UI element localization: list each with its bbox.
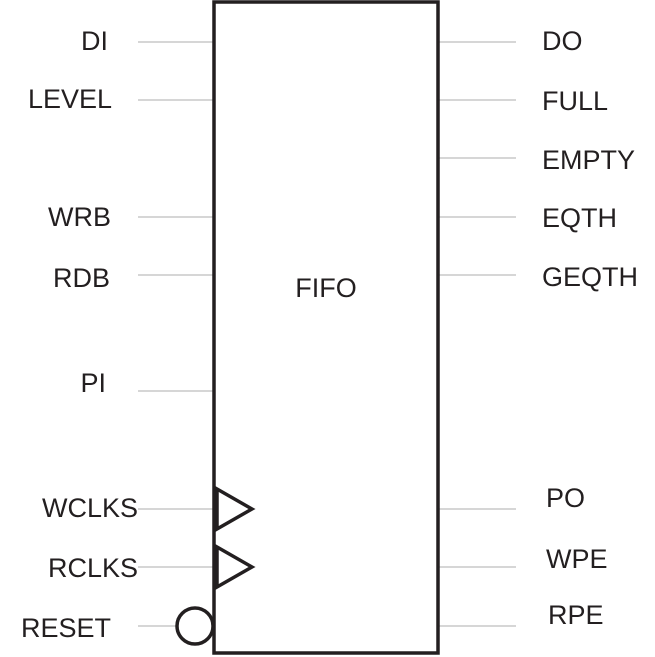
input-label-rdb: RDB <box>53 263 110 293</box>
input-label-rclks: RCLKS <box>48 553 138 583</box>
input-label-di: DI <box>81 26 108 56</box>
output-label-full: FULL <box>542 86 608 116</box>
reset-inversion-bubble-icon <box>175 606 215 646</box>
input-label-wrb: WRB <box>48 202 111 232</box>
output-label-wpe: WPE <box>546 544 608 574</box>
output-label-eqth: EQTH <box>542 203 617 233</box>
input-label-level: LEVEL <box>28 84 112 114</box>
output-label-empty: EMPTY <box>542 145 635 175</box>
output-label-po: PO <box>546 483 585 513</box>
input-label-pi: PI <box>80 368 106 398</box>
output-label-do: DO <box>542 26 583 56</box>
output-label-geqth: GEQTH <box>542 262 638 292</box>
rclks-clock-icon <box>215 543 256 591</box>
fifo-block <box>212 0 440 655</box>
input-label-wclks: WCLKS <box>42 493 138 523</box>
input-label-reset: RESET <box>21 613 111 643</box>
output-label-rpe: RPE <box>548 600 604 630</box>
block-title: FIFO <box>295 273 357 303</box>
wclks-clock-icon <box>215 485 256 533</box>
